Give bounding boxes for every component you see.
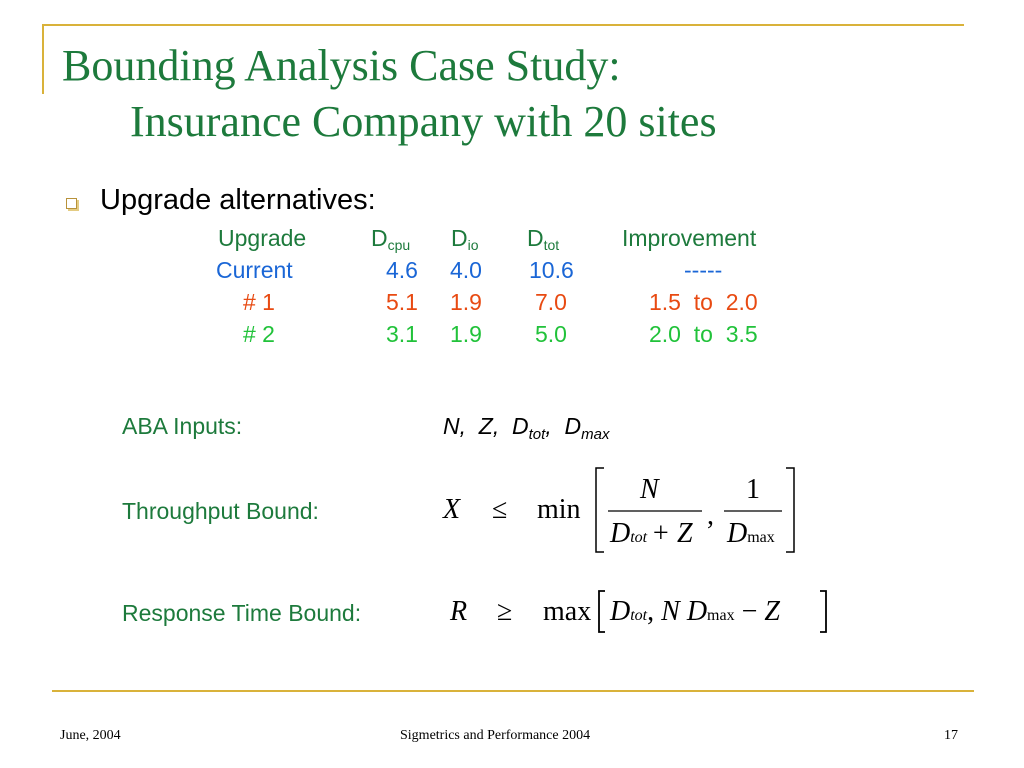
- footer-center: Sigmetrics and Performance 2004: [400, 728, 591, 743]
- throughput-bound-label: Throughput Bound:: [122, 498, 319, 524]
- row-2-dio: 1.9: [450, 321, 482, 347]
- response-max: max: [543, 596, 592, 627]
- throughput-min: min: [537, 494, 581, 525]
- row-1-improvement: 1.5 to 2.0: [649, 289, 758, 315]
- title-line-2: Insurance Company with 20 sites: [130, 97, 717, 146]
- throughput-separator: ,: [707, 500, 714, 531]
- footer-date: June, 2004: [60, 728, 121, 743]
- throughput-relation: ≤: [492, 494, 508, 525]
- response-expression: Dtot, N Dmax − Z: [610, 596, 780, 627]
- square-bullet-icon: [66, 198, 77, 209]
- row-2-dcpu: 3.1: [386, 321, 418, 347]
- slide-title: Bounding Analysis Case Study: Insurance …: [62, 38, 717, 150]
- row-current-dio: 4.0: [450, 257, 482, 283]
- throughput-lhs: X: [443, 494, 461, 525]
- row-2-dtot: 5.0: [535, 321, 567, 347]
- row-2-improvement: 2.0 to 3.5: [649, 321, 758, 347]
- header-improvement: Improvement: [622, 225, 757, 251]
- footer-page-number: 17: [944, 728, 958, 743]
- row-1-dcpu: 5.1: [386, 289, 418, 315]
- header-upgrade: Upgrade: [218, 225, 307, 251]
- response-lhs: R: [450, 596, 468, 627]
- frame-left-rule: [42, 24, 44, 94]
- row-current-dcpu: 4.6: [386, 257, 418, 283]
- aba-inputs-label: ABA Inputs:: [122, 413, 243, 439]
- row-1-dtot: 7.0: [535, 289, 567, 315]
- throughput-den1: Dtot+ Z: [610, 518, 693, 549]
- row-current-improvement: -----: [684, 257, 723, 283]
- bullet-upgrade-alternatives: Upgrade alternatives:: [100, 184, 376, 216]
- header-dcpu: Dcpu: [371, 225, 411, 253]
- throughput-num1: N: [640, 474, 659, 505]
- row-1-dio: 1.9: [450, 289, 482, 315]
- frame-top-rule: [42, 24, 964, 26]
- row-2-label: # 2: [243, 321, 275, 347]
- title-line-1: Bounding Analysis Case Study:: [62, 41, 621, 90]
- right-bracket: [786, 467, 795, 553]
- throughput-den2: Dmax: [727, 518, 775, 549]
- left-bracket: [598, 590, 605, 633]
- throughput-num2: 1: [746, 474, 760, 505]
- row-1-label: # 1: [243, 289, 275, 315]
- throughput-brackets: [595, 467, 795, 553]
- header-dtot: Dtot: [527, 225, 560, 253]
- response-brackets: [598, 590, 827, 633]
- right-bracket: [820, 590, 827, 633]
- response-relation: ≥: [497, 596, 513, 627]
- row-current-dtot: 10.6: [529, 257, 574, 283]
- header-dio: Dio: [451, 225, 479, 253]
- aba-inputs-formula: N, Z, Dtot, Dmax: [443, 413, 610, 443]
- left-bracket: [595, 467, 604, 553]
- response-bound-label: Response Time Bound:: [122, 600, 362, 626]
- row-current-label: Current: [216, 257, 293, 283]
- frame-bottom-rule: [52, 690, 974, 692]
